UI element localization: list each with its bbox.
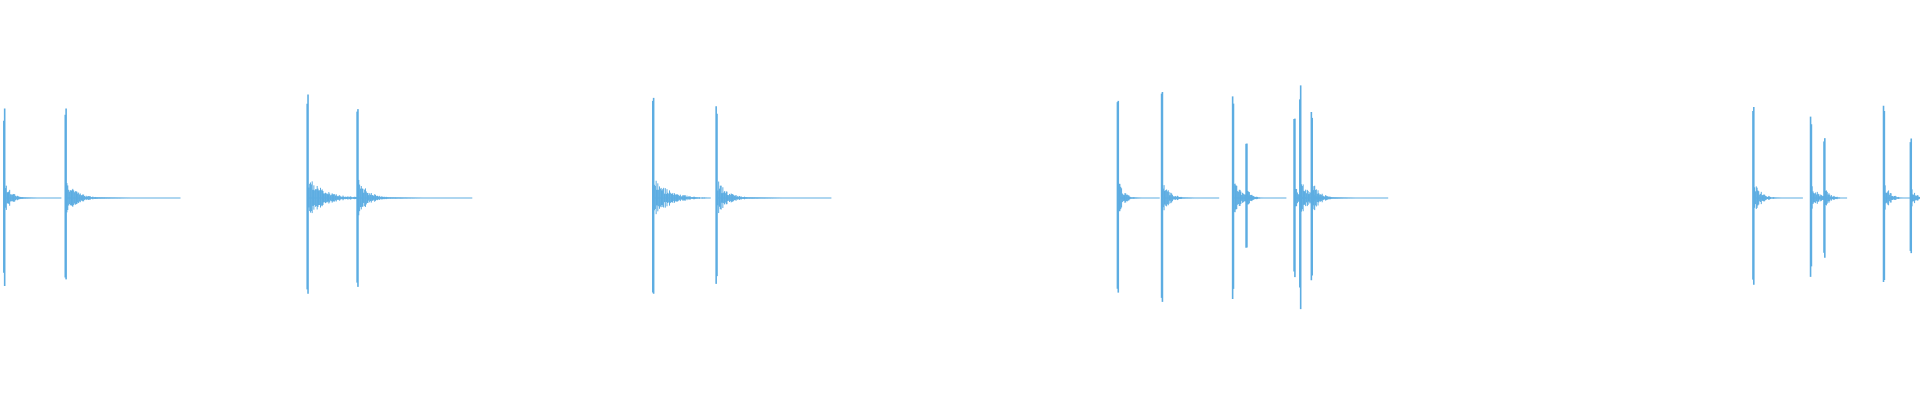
waveform-trace [3,85,1920,310]
